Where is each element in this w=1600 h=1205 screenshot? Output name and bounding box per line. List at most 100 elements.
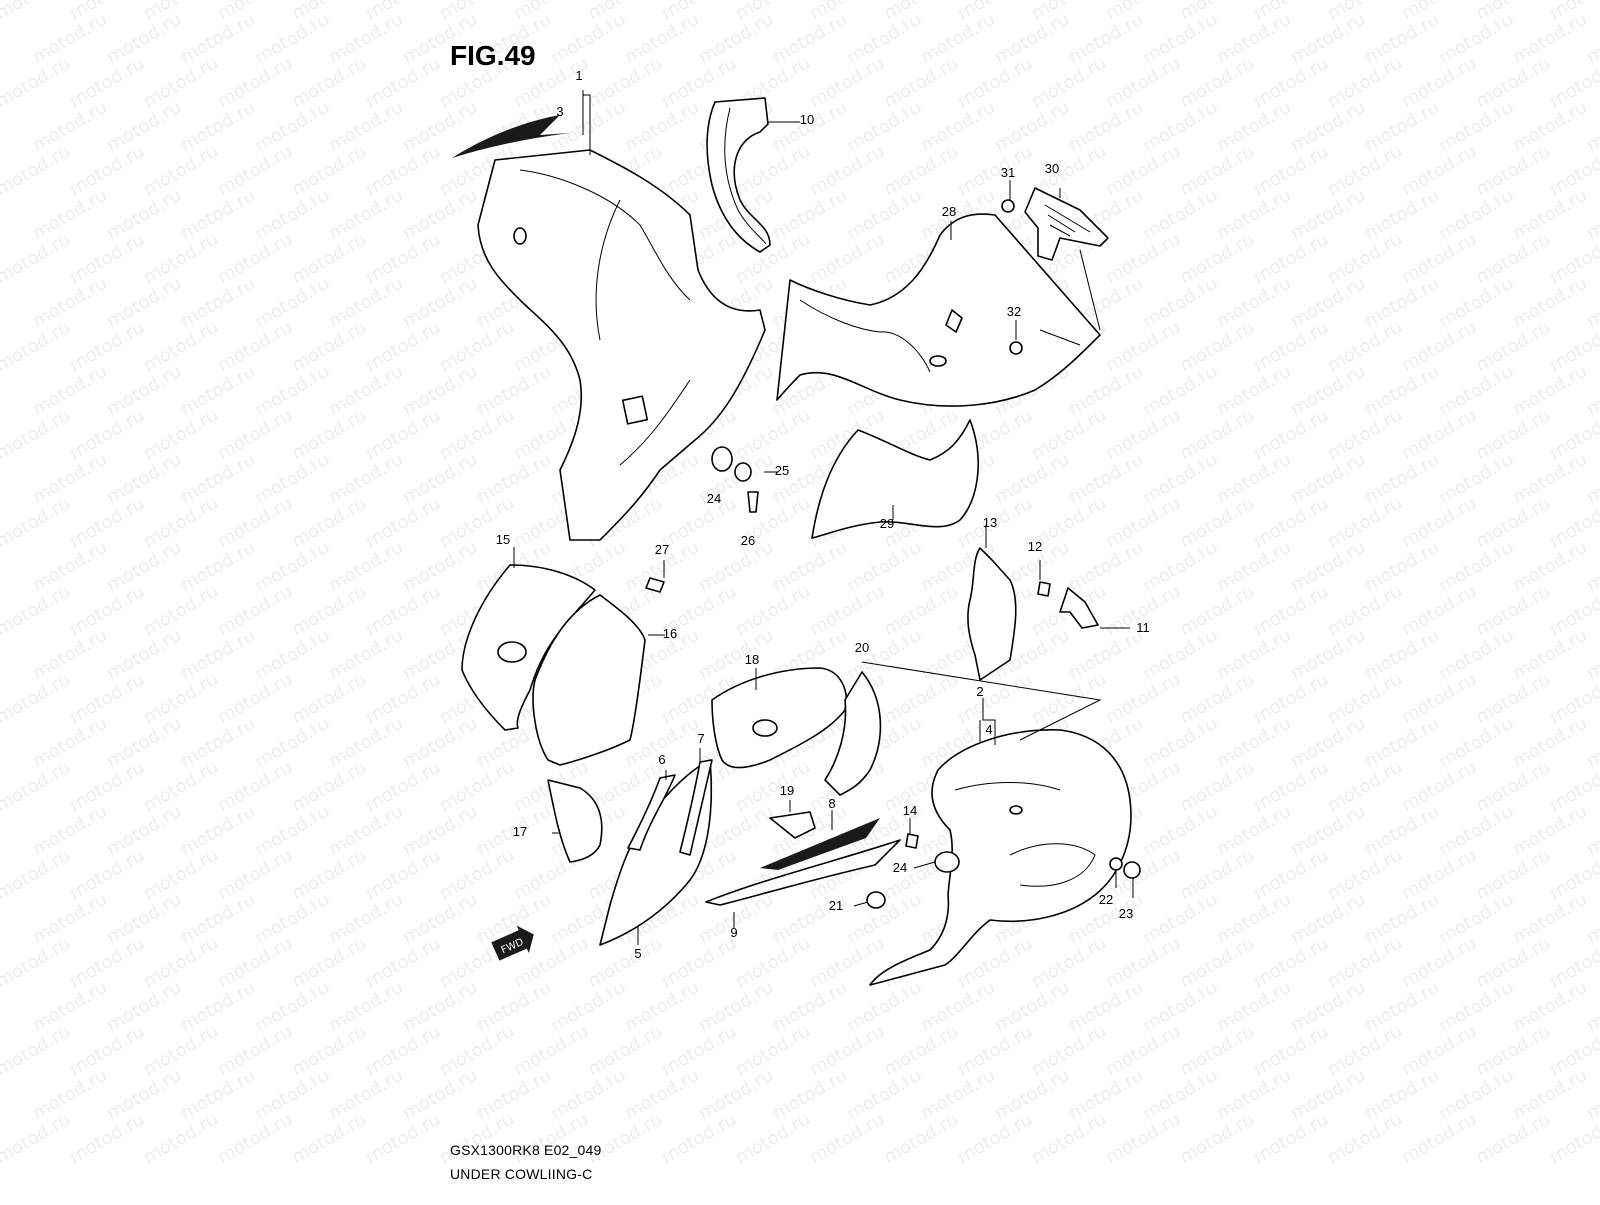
watermark-text: motod.ru (325, 625, 407, 684)
watermark-text: motod.ru (806, 581, 888, 640)
watermark-text: motod.ru (1435, 273, 1517, 332)
watermark-text: motod.ru (66, 229, 148, 288)
watermark-text: motod.ru (769, 9, 851, 68)
watermark-text: motod.ru (658, 1021, 740, 1080)
watermark-text: motod.ru (103, 97, 185, 156)
watermark-text: motod.ru (1213, 801, 1295, 860)
watermark-text: motod.ru (214, 669, 296, 728)
watermark-text: motod.ru (1472, 1021, 1554, 1080)
watermark-text: motod.ru (1250, 317, 1332, 376)
watermark-text: motod.ru (621, 1065, 703, 1124)
watermark-text: motod.ru (1213, 977, 1295, 1036)
watermark-text: motod.ru (103, 1065, 185, 1124)
watermark-text: motod.ru (991, 97, 1073, 156)
watermark-text: motod.ru (399, 537, 481, 596)
watermark-text: motod.ru (1176, 1109, 1258, 1168)
watermark-text: motod.ru (1435, 1065, 1517, 1124)
watermark-text: motod.ru (251, 889, 333, 948)
watermark-text: motod.ru (362, 933, 444, 992)
watermark-text: motod.ru (1509, 361, 1591, 420)
watermark-text: motod.ru (954, 1109, 1036, 1168)
watermark-text: motod.ru (1287, 713, 1369, 772)
watermark-text: motod.ru (362, 845, 444, 904)
watermark-text: motod.ru (1028, 405, 1110, 464)
watermark-text: motod.ru (991, 9, 1073, 68)
watermark-text: motod.ru (1250, 1109, 1332, 1168)
watermark-text: motod.ru (1472, 53, 1554, 112)
watermark-text: motod.ru (214, 229, 296, 288)
callout-30: 30 (1045, 161, 1059, 176)
watermark-text: motod.ru (103, 185, 185, 244)
watermark-text: motod.ru (288, 845, 370, 904)
watermark-text: motod.ru (214, 53, 296, 112)
watermark-text: motod.ru (325, 9, 407, 68)
watermark-text: motod.ru (251, 625, 333, 684)
part-28-upper-cowling-right (776, 213, 1101, 407)
watermark-text: motod.ru (1324, 317, 1406, 376)
watermark-text: motod.ru (66, 669, 148, 728)
watermark-text: motod.ru (1250, 845, 1332, 904)
watermark-text: motod.ru (66, 1109, 148, 1168)
callout-32: 32 (1007, 304, 1021, 319)
watermark-text: motod.ru (1324, 581, 1406, 640)
watermark-text: motod.ru (1361, 9, 1443, 68)
watermark-text: motod.ru (1324, 757, 1406, 816)
part-14-screw (905, 833, 919, 849)
watermark-text: motod.ru (806, 1109, 888, 1168)
callout-5: 5 (634, 946, 641, 961)
watermark-text: motod.ru (177, 449, 259, 508)
watermark-text: motod.ru (473, 977, 555, 1036)
watermark-text: motod.ru (1287, 449, 1369, 508)
watermark-text: motod.ru (1176, 845, 1258, 904)
watermark-text: motod.ru (1102, 229, 1184, 288)
watermark-text: motod.ru (1398, 1109, 1480, 1168)
watermark-text: motod.ru (843, 1065, 925, 1124)
watermark-text: motod.ru (214, 933, 296, 992)
callout-31: 31 (1001, 165, 1015, 180)
watermark-text: motod.ru (1361, 977, 1443, 1036)
watermark-text: motod.ru (695, 977, 777, 1036)
watermark-text: motod.ru (1509, 97, 1591, 156)
callout-21: 21 (829, 898, 843, 913)
watermark-text: motod.ru (843, 537, 925, 596)
watermark-text: motod.ru (1139, 449, 1221, 508)
watermark-text: motod.ru (1102, 53, 1184, 112)
watermark-text: motod.ru (1435, 625, 1517, 684)
watermark-text: motod.ru (1398, 581, 1480, 640)
watermark-text: motod.ru (1509, 801, 1591, 860)
watermark-text: motod.ru (1361, 537, 1443, 596)
watermark-text: motod.ru (1398, 757, 1480, 816)
watermark-text: motod.ru (584, 53, 666, 112)
watermark-text: motod.ru (1139, 185, 1221, 244)
watermark-text: motod.ru (1176, 317, 1258, 376)
watermark-text: motod.ru (917, 97, 999, 156)
watermark-text: motod.ru (399, 889, 481, 948)
watermark-text: motod.ru (1472, 669, 1554, 728)
watermark-text: motod.ru (1361, 449, 1443, 508)
watermark-text: motod.ru (1250, 141, 1332, 200)
watermark-text: motod.ru (1213, 185, 1295, 244)
watermark-text: motod.ru (251, 801, 333, 860)
watermark-text: motod.ru (29, 537, 111, 596)
watermark-text: motod.ru (806, 1021, 888, 1080)
watermark-text: motod.ru (1435, 801, 1517, 860)
callout-16: 16 (663, 626, 677, 641)
watermark-text: motod.ru (1398, 317, 1480, 376)
watermark-text: motod.ru (288, 581, 370, 640)
watermark-text: motod.ru (1139, 1065, 1221, 1124)
part-12-screw (1037, 581, 1051, 597)
watermark-text: motod.ru (1102, 1021, 1184, 1080)
part-26-screw (747, 491, 759, 513)
callout-17: 17 (513, 824, 527, 839)
watermark-text: motod.ru (732, 1021, 814, 1080)
watermark-text: motod.ru (66, 933, 148, 992)
watermark-text: motod.ru (66, 757, 148, 816)
watermark-text: motod.ru (140, 845, 222, 904)
watermark-layer: motod.rumotod.rumotod.rumotod.rumotod.ru… (0, 0, 1600, 1168)
watermark-text: motod.ru (1398, 229, 1480, 288)
watermark-text: motod.ru (1028, 669, 1110, 728)
watermark-text: motod.ru (1435, 449, 1517, 508)
watermark-text: motod.ru (695, 1065, 777, 1124)
watermark-text: motod.ru (140, 493, 222, 552)
